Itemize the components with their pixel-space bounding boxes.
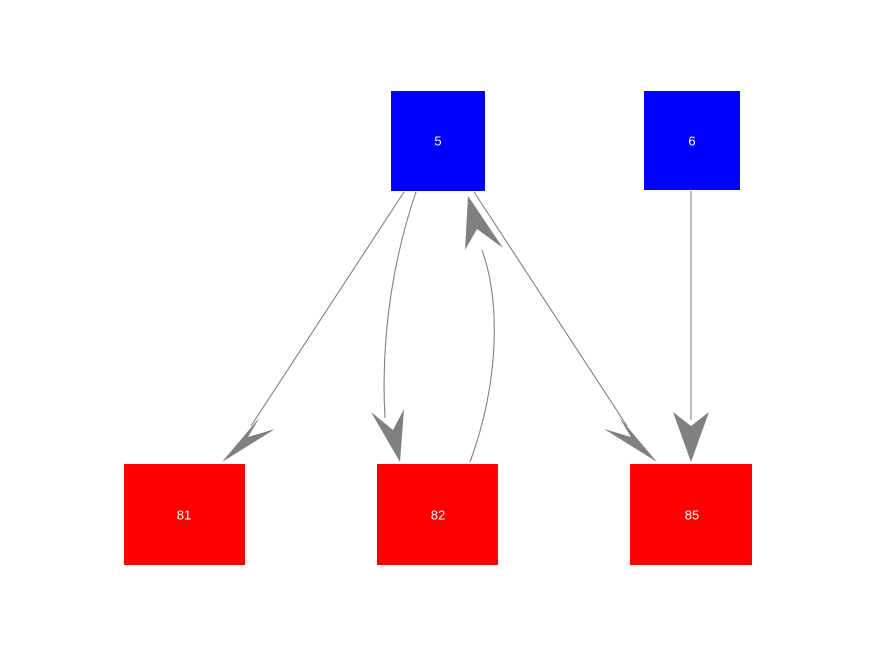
edge-82-to-5-arrowhead [465,196,503,250]
edge-5-to-82-line [383,191,417,419]
node-85-rect[interactable] [630,464,752,565]
edge-layer [222,191,709,463]
node-5-rect[interactable] [391,91,485,191]
edge-5-to-85[interactable] [473,191,657,462]
node-layer: 5 6 81 82 85 [124,91,752,565]
edge-5-to-81-arrowhead [222,417,275,462]
edge-5-to-82-arrowhead [371,409,404,462]
edge-5-to-81[interactable] [222,191,405,462]
node-81[interactable]: 81 [124,464,245,565]
edge-5-to-81-line [250,191,405,427]
node-82-rect[interactable] [377,464,498,565]
node-81-rect[interactable] [124,464,245,565]
edge-82-to-5[interactable] [465,196,503,463]
node-85[interactable]: 85 [630,464,752,565]
node-6-rect[interactable] [644,91,740,190]
edge-6-to-85-arrowhead [673,412,709,462]
edge-82-to-5-line [469,249,495,463]
edge-5-to-85-arrowhead [604,417,657,462]
edge-6-to-85[interactable] [673,191,709,462]
node-5[interactable]: 5 [391,91,485,191]
edge-5-to-82[interactable] [371,191,417,462]
node-6[interactable]: 6 [644,91,740,190]
node-82[interactable]: 82 [377,464,498,565]
edge-5-to-85-line [473,191,628,427]
